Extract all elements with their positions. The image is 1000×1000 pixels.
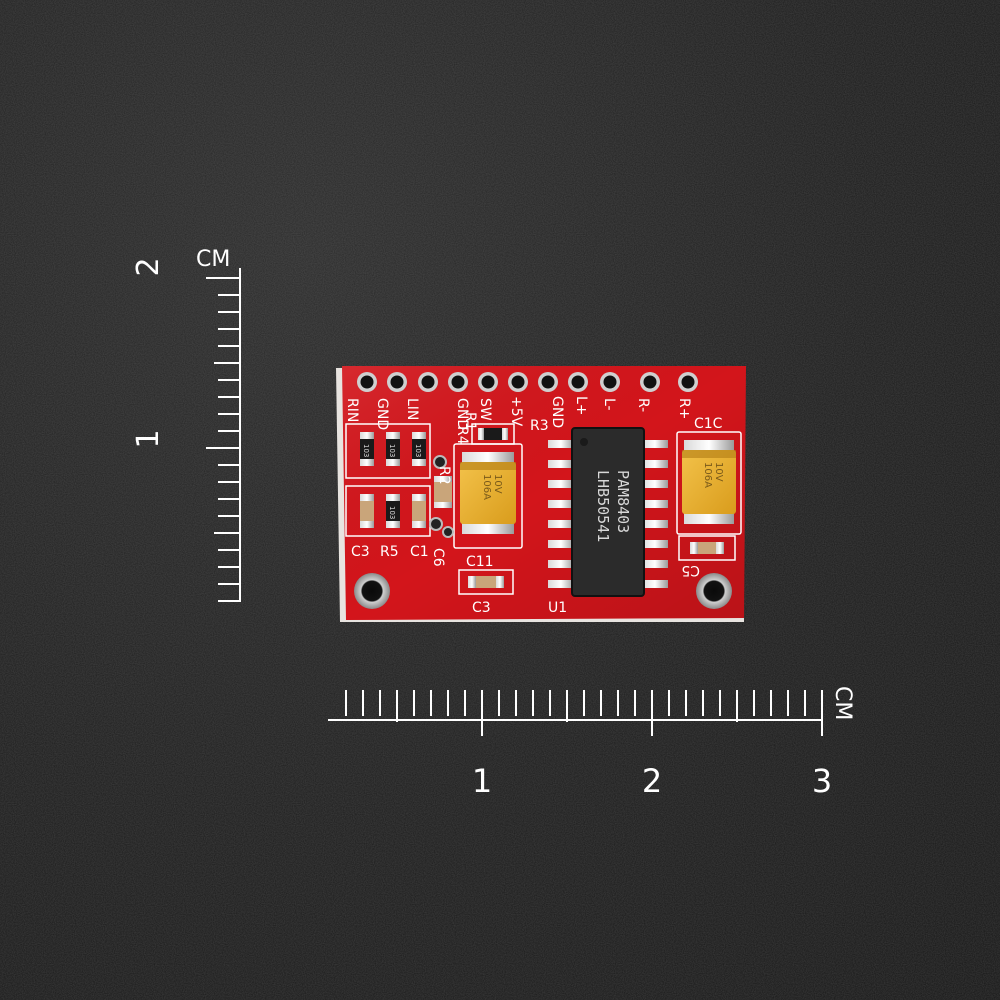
label-r2: R2: [436, 466, 452, 485]
ic-pin-left: [548, 500, 574, 508]
vertical-ruler-ticks: [206, 277, 240, 602]
ic-pin-right: [642, 460, 668, 468]
ic-pin-left: [548, 460, 574, 468]
silkscreen-outlines: [345, 423, 742, 595]
ic-marking-line2: LHB50541: [594, 470, 612, 542]
ic-pin-right: [642, 520, 668, 528]
ic-pin-right: [642, 580, 668, 588]
header-pin-holes: [357, 372, 698, 392]
label-c6: C6: [430, 548, 446, 567]
pin-label-5v: +5V: [508, 396, 524, 427]
label-c11: C11: [466, 554, 494, 570]
component-labels: R2 R4 R3 R1 C1C C11 C3 U1 C5 C3 R5 C1 C6: [351, 412, 723, 616]
horizontal-ruler-number-2: 2: [642, 762, 662, 800]
ic-pin-left: [548, 440, 574, 448]
capacitor-c5: [690, 542, 724, 554]
label-u1: U1: [548, 600, 567, 616]
horizontal-ruler-ticks: [345, 690, 823, 736]
label-c5: C5: [681, 562, 700, 578]
ic-pin-right: [642, 480, 668, 488]
horizontal-ruler-unit: CM: [830, 686, 855, 720]
tantalum-marking-2: 10V: [492, 474, 503, 494]
tantalum-marking-1: 106A: [481, 474, 492, 500]
label-r5: R5: [380, 544, 399, 560]
pcb-board: RIN GND LIN GND SW +5V GND L+ L- R- R+ 1…: [336, 366, 746, 622]
smd-resistor: [360, 494, 374, 528]
pin-hole-center: [603, 375, 617, 389]
ic-pin-right: [642, 540, 668, 548]
resistor-code: 103: [362, 444, 370, 457]
ic-pin-left: [548, 580, 574, 588]
pin-hole-center: [681, 375, 695, 389]
horizontal-ruler: 1 2 3 CM: [328, 686, 855, 800]
ic-pin-right: [642, 560, 668, 568]
pin-label-rin: RIN: [344, 398, 360, 422]
vertical-ruler: CM 2 1: [131, 247, 241, 602]
ic-pins: [548, 440, 668, 588]
vertical-ruler-number-2: 2: [131, 257, 166, 276]
horizontal-ruler-number-3: 3: [812, 762, 832, 800]
ic-pin-left: [548, 560, 574, 568]
tantalum-capacitor-c10: 106A 10V: [682, 440, 736, 524]
pin-label-l-plus: L+: [573, 396, 589, 416]
pin-hole-center: [643, 375, 657, 389]
pin-hole-center: [360, 375, 374, 389]
label-r4: R4: [454, 426, 470, 445]
label-c1: C1: [410, 544, 429, 560]
pin-label-r-minus: R-: [635, 398, 651, 412]
label-c10: C1C: [694, 416, 723, 432]
capacitor-c3: [468, 576, 504, 588]
vertical-ruler-unit: CM: [196, 247, 230, 272]
resistor-code: 103: [388, 506, 396, 519]
ic-pin-left: [548, 520, 574, 528]
smd-resistor: 103: [386, 432, 400, 466]
tantalum-marking-3: 106A: [702, 462, 713, 488]
resistor-code: 103: [388, 444, 396, 457]
smd-resistor: 103: [386, 494, 400, 528]
pin-label-gnd-2: GND: [454, 398, 470, 430]
pin-hole-center: [421, 375, 435, 389]
label-r3: R3: [530, 418, 549, 434]
resistor-r3: [478, 428, 508, 440]
smd-resistors: 103 103 103 103: [360, 432, 426, 528]
mounting-hole-left: [354, 573, 390, 609]
pin-hole-center: [541, 375, 555, 389]
pin-label-gnd-1: GND: [374, 398, 390, 430]
label-c3: C3: [472, 600, 491, 616]
vias: [429, 455, 454, 538]
pin-label-lin: LIN: [404, 398, 420, 420]
tantalum-capacitor-c11: 106A 10V: [460, 452, 516, 534]
mounting-hole-right: [696, 573, 732, 609]
mounting-holes: [354, 573, 732, 609]
ic-pam8403: PAM8403 LHB50541: [571, 427, 645, 597]
capacitor-c6: [434, 476, 452, 508]
resistor-code: 103: [414, 444, 422, 457]
pin-label-sw: SW: [477, 398, 493, 421]
ic-pin-right: [642, 500, 668, 508]
ic-pin-left: [548, 480, 574, 488]
pin-hole-center: [511, 375, 525, 389]
smd-resistor: [412, 494, 426, 528]
pin-hole-center: [451, 375, 465, 389]
ic-marking-line1: PAM8403: [614, 470, 632, 533]
pin-hole-center: [481, 375, 495, 389]
tantalum-marking-4: 10V: [713, 462, 724, 482]
label-r1: R1: [462, 412, 478, 431]
smd-resistor: 103: [360, 432, 374, 466]
header-pin-labels: RIN GND LIN GND SW +5V GND L+ L- R- R+: [344, 396, 692, 430]
vertical-ruler-number-1: 1: [131, 429, 166, 448]
pin-hole-center: [390, 375, 404, 389]
ic-pin-left: [548, 540, 574, 548]
label-c3-left: C3: [351, 544, 370, 560]
pin-label-r-plus: R+: [676, 398, 692, 419]
pin-label-l-minus: L-: [601, 398, 617, 411]
smd-resistor: 103: [412, 432, 426, 466]
horizontal-ruler-number-1: 1: [472, 762, 492, 800]
ic-pin-right: [642, 440, 668, 448]
pin-hole-center: [571, 375, 585, 389]
pin-label-gnd-3: GND: [549, 396, 565, 428]
